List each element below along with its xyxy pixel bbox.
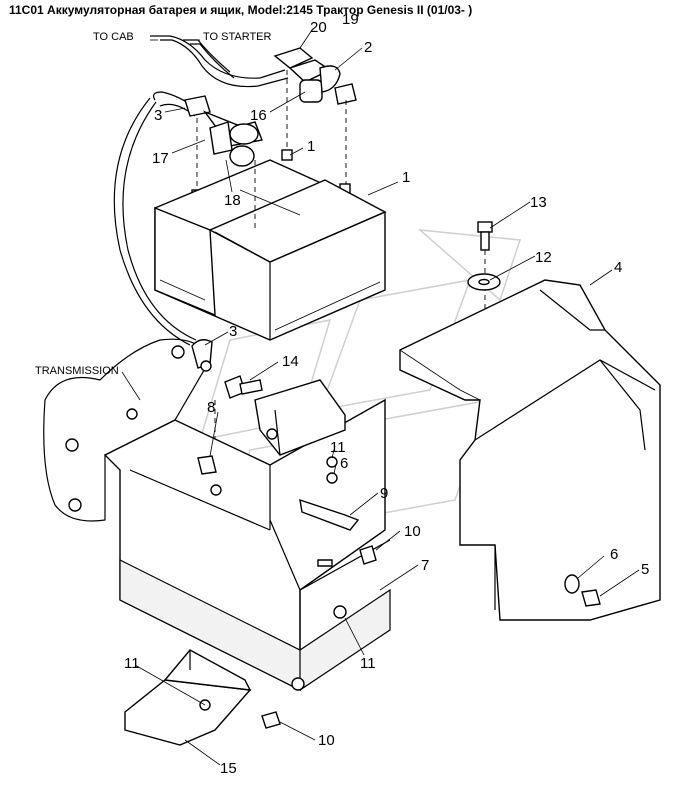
leader-lines	[121, 29, 640, 766]
callout-20: 20	[310, 19, 327, 36]
callout-19: 19	[342, 11, 359, 28]
note-to-starter: TO STARTER	[203, 31, 272, 43]
callout-1-top: 1	[307, 138, 315, 155]
battery	[154, 159, 387, 341]
right-fasteners	[564, 574, 601, 607]
callout-10-low: 10	[318, 732, 335, 749]
callout-12: 12	[535, 249, 552, 266]
note-to-cab: TO CAB	[93, 31, 134, 43]
callout-6-mid: 6	[340, 455, 348, 472]
callout-4: 4	[614, 259, 622, 276]
terminal-clamps	[184, 47, 357, 241]
callout-14: 14	[282, 353, 299, 370]
callout-9: 9	[380, 485, 388, 502]
callout-13: 13	[530, 194, 547, 211]
callout-17: 17	[152, 150, 169, 167]
callout-2: 2	[364, 39, 372, 56]
callout-11-low: 11	[360, 655, 376, 672]
callout-10-mid: 10	[404, 523, 421, 540]
callout-8: 8	[207, 399, 215, 416]
callout-6-right: 6	[610, 546, 618, 563]
callout-7: 7	[421, 557, 429, 574]
callout-11-left: 11	[124, 655, 140, 672]
battery-cover	[399, 279, 661, 621]
ground-clamp	[191, 339, 213, 372]
callout-3-top: 3	[154, 107, 162, 124]
battery-box	[103, 398, 391, 692]
callout-16: 16	[250, 107, 267, 124]
diagram-title: 11C01 Аккумуляторная батарея и ящик, Mod…	[9, 3, 473, 17]
bolt-and-washer	[467, 221, 501, 291]
callout-1-right: 1	[402, 169, 410, 186]
callout-11-mid: 11	[330, 439, 346, 456]
mounting-bracket	[197, 375, 346, 475]
callout-3-mid: 3	[229, 323, 237, 340]
callout-5: 5	[641, 561, 649, 578]
hold-down-strap	[299, 456, 377, 567]
callout-15: 15	[220, 760, 237, 777]
callout-18: 18	[224, 192, 241, 209]
transmission-outline	[43, 338, 211, 522]
note-transmission: TRANSMISSION	[35, 365, 119, 377]
